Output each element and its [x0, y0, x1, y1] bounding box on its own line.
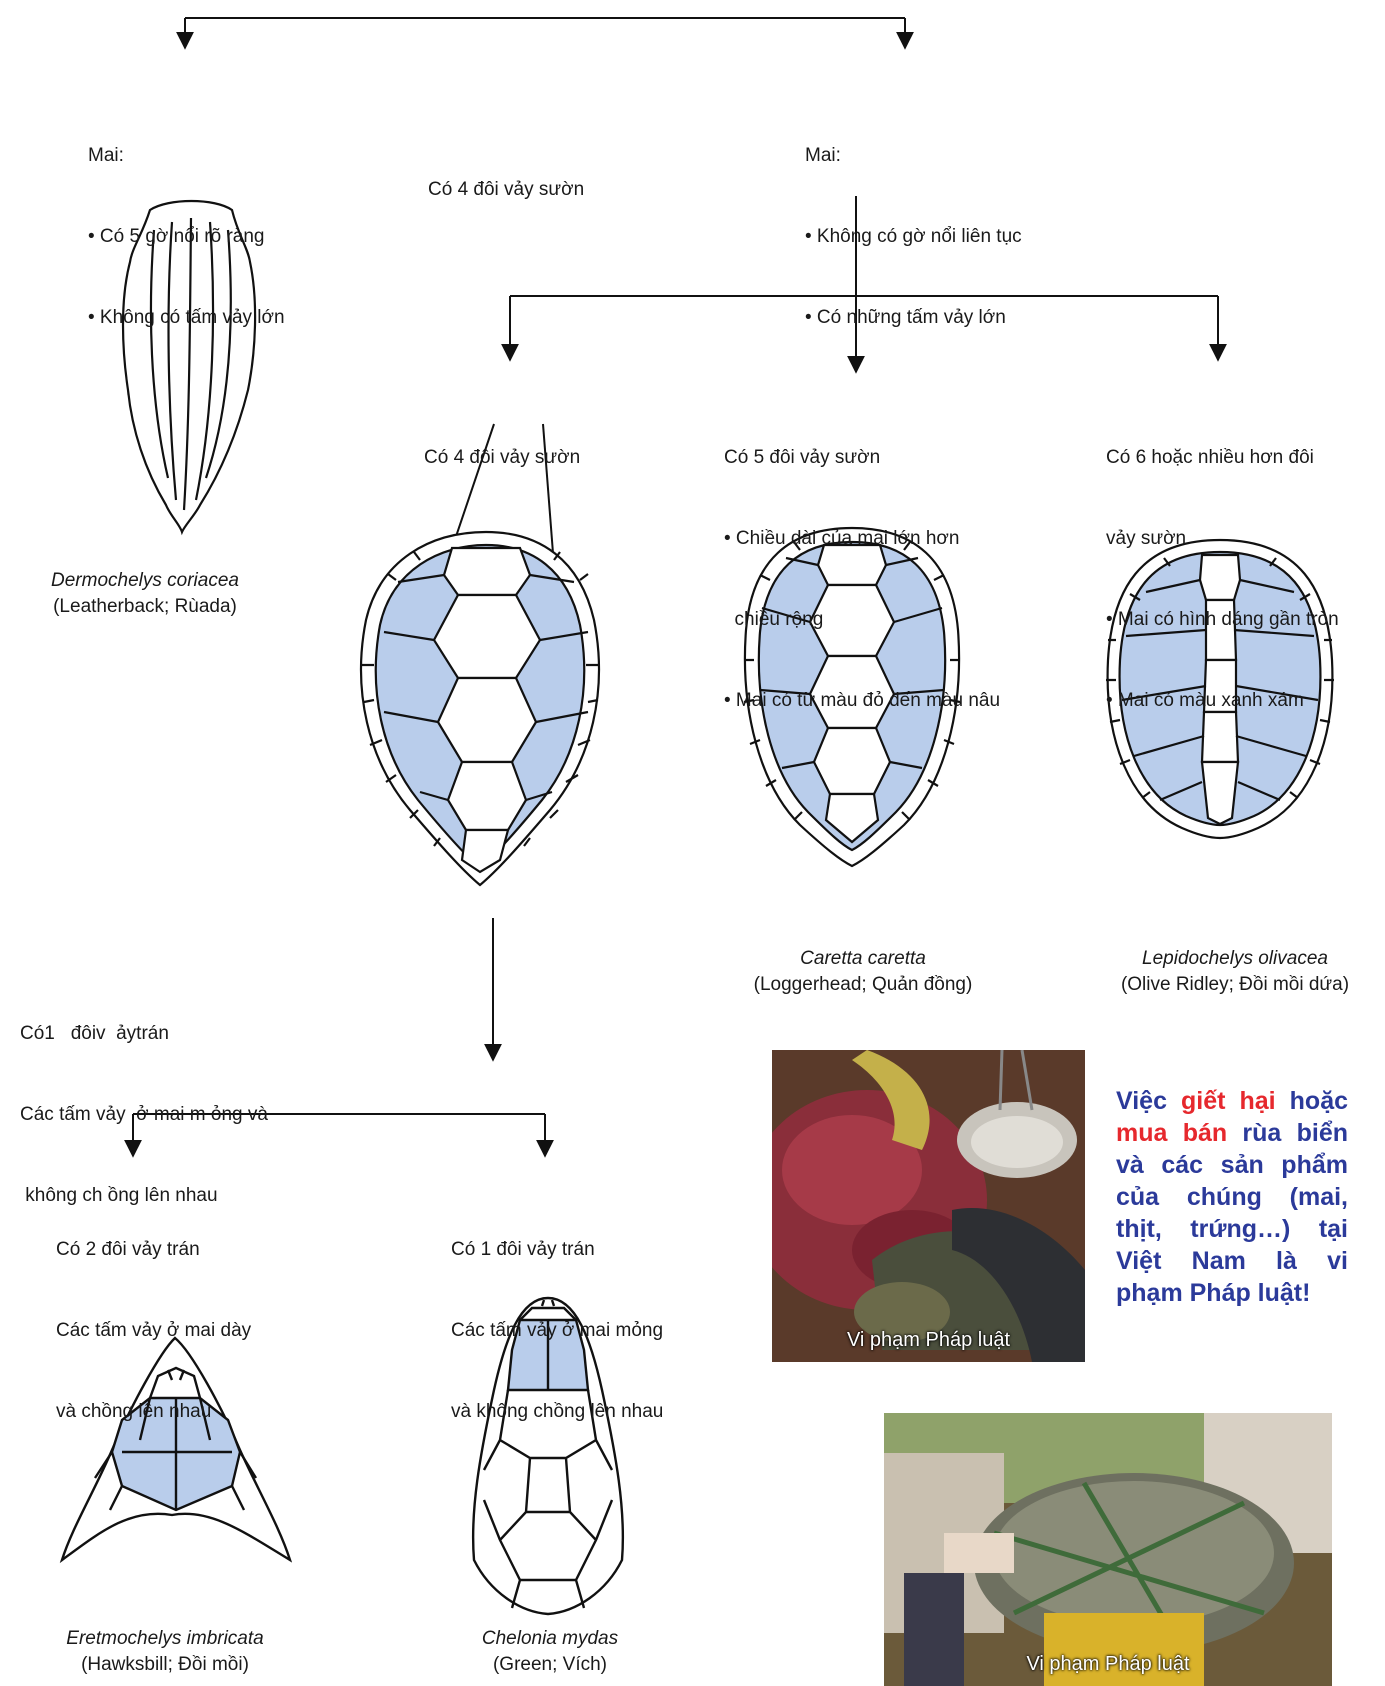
left-top-item: • Có 5 gờ nổi rõ ràng: [88, 223, 285, 250]
one-frontal-line: Có 1 đôi vảy trán: [451, 1236, 663, 1263]
species-scientific-name: Caretta caretta: [728, 946, 998, 972]
species-common-name: (Loggerhead; Quản đồng): [728, 972, 998, 998]
six-pairs-criteria: Có 6 hoặc nhiều hơn đôi vảy sườn • Mai c…: [1106, 390, 1339, 741]
six-pairs-line: • Mai có hình dáng gần tròn: [1106, 606, 1339, 633]
species-hawksbill: Eretmochelys imbricata (Hawksbill; Đồi m…: [30, 1626, 300, 1678]
five-pairs-criteria: Có 5 đôi vảy sườn • Chiều dài của mai lớ…: [724, 390, 1000, 741]
two-frontal-line: Các tấm vảy ở mai dày: [56, 1317, 251, 1344]
five-pairs-line: chiều rộng: [724, 606, 1000, 633]
right-top-criteria: Mai: • Không có gờ nổi liên tục • Có nhữ…: [805, 88, 1022, 358]
species-scientific-name: Eretmochelys imbricata: [30, 1626, 300, 1652]
warning-text: Việc: [1116, 1087, 1181, 1115]
left-top-heading: Mai:: [88, 142, 285, 169]
left-top-criteria: Mai: • Có 5 gờ nổi rõ ràng • Không có tấ…: [88, 88, 285, 358]
photo-illustration: [772, 1050, 1085, 1362]
species-olive-ridley: Lepidochelys olivacea (Olive Ridley; Đồi…: [1090, 946, 1380, 998]
five-pairs-line: • Mai có từ màu đỏ đến màu nâu: [724, 687, 1000, 714]
six-pairs-line: vảy sườn: [1106, 525, 1339, 552]
one-frontal-line: và không chồng lên nhau: [451, 1398, 663, 1425]
two-frontal-line: và chồng lên nhau: [56, 1398, 251, 1425]
two-frontal-criteria: Có 2 đôi vảy trán Các tấm vảy ở mai dày …: [56, 1182, 251, 1452]
connectors: [133, 18, 1218, 1156]
warning-text: rùa biển và các sản phẩm của chúng (mai,…: [1116, 1119, 1348, 1307]
species-common-name: (Olive Ridley; Đồi mồi dứa): [1090, 972, 1380, 998]
species-common-name: (Leatherback; Rùada): [20, 594, 270, 620]
six-pairs-line: • Mai có màu xanh xám: [1106, 687, 1339, 714]
four-pairs-carapace-drawing: [361, 532, 599, 885]
one-frontal-left-line: Các tấm vảy ở mai m ỏng và: [20, 1101, 268, 1128]
six-pairs-line: Có 6 hoặc nhiều hơn đôi: [1106, 444, 1339, 471]
species-scientific-name: Lepidochelys olivacea: [1090, 946, 1380, 972]
photo-caption: Vi phạm Pháp luật: [884, 1653, 1332, 1676]
species-scientific-name: Dermochelys coriacea: [20, 568, 270, 594]
photo-illustration: [884, 1413, 1332, 1686]
warning-message: Việc giết hại hoặc mua bán rùa biển và c…: [1116, 1085, 1348, 1309]
species-common-name: (Hawksbill; Đồi mồi): [30, 1652, 300, 1678]
species-loggerhead: Caretta caretta (Loggerhead; Quản đồng): [728, 946, 998, 998]
right-top-heading: Mai:: [805, 142, 1022, 169]
photo-turtle-transport: Vi phạm Pháp luật: [884, 1413, 1332, 1686]
one-frontal-line: Các tấm vảy ở mai mỏng: [451, 1317, 663, 1344]
four-pairs-line: Có 4 đôi vảy sườn: [424, 444, 580, 471]
photo-caption: Vi phạm Pháp luật: [772, 1329, 1085, 1352]
photo-turtle-meat-market: Vi phạm Pháp luật: [772, 1050, 1085, 1362]
warning-text: hoặc: [1276, 1087, 1348, 1115]
species-leatherback: Dermochelys coriacea (Leatherback; Rùada…: [20, 568, 270, 620]
five-pairs-line: Có 5 đôi vảy sườn: [724, 444, 1000, 471]
warning-highlight-killing: giết hại: [1181, 1087, 1276, 1115]
right-top-item: • Có những tấm vảy lớn: [805, 304, 1022, 331]
four-pairs-criteria: Có 4 đôi vảy sườn: [424, 390, 580, 498]
species-scientific-name: Chelonia mydas: [445, 1626, 655, 1652]
species-green: Chelonia mydas (Green; Vích): [445, 1626, 655, 1678]
right-top-item: • Không có gờ nổi liên tục: [805, 223, 1022, 250]
warning-highlight-trading: mua bán: [1116, 1119, 1227, 1147]
one-frontal-criteria: Có 1 đôi vảy trán Các tấm vảy ở mai mỏng…: [451, 1182, 663, 1452]
left-top-item: • Không có tấm vảy lớn: [88, 304, 285, 331]
species-common-name: (Green; Vích): [445, 1652, 655, 1678]
five-pairs-line: • Chiều dài của mai lớn hơn: [724, 525, 1000, 552]
middle-note: Có 4 đôi vảy sườn: [428, 176, 584, 203]
two-frontal-line: Có 2 đôi vảy trán: [56, 1236, 251, 1263]
one-frontal-left-line: Có1 đôiv ảytrán: [20, 1020, 268, 1047]
